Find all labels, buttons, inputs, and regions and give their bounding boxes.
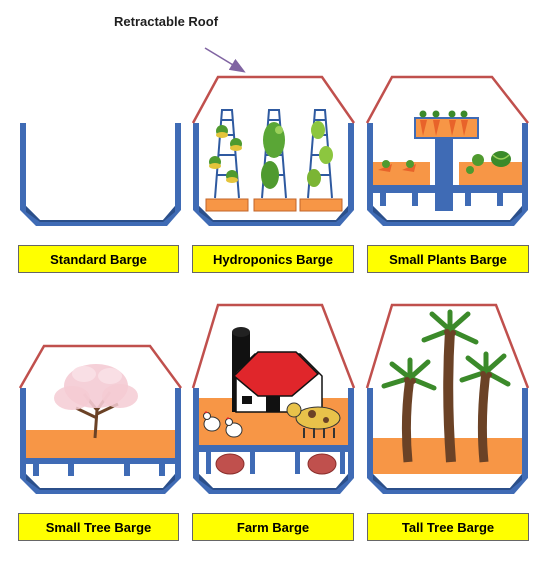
label-small-plants-barge: Small Plants Barge — [367, 245, 529, 273]
deck — [26, 458, 175, 464]
label-small-tree-barge: Small Tree Barge — [18, 513, 179, 541]
farm-barge — [191, 303, 356, 494]
right-planter — [459, 162, 522, 185]
palm-tree — [459, 351, 511, 463]
callout-arrow — [204, 47, 246, 73]
planter-box — [205, 198, 249, 212]
soil-bed — [26, 430, 175, 458]
tall-tree-barge — [365, 303, 530, 494]
planter-box — [299, 198, 343, 212]
label-standard-barge: Standard Barge — [18, 245, 179, 273]
hull — [367, 123, 528, 226]
roof — [191, 75, 356, 124]
roof — [18, 344, 183, 389]
carrots — [420, 120, 468, 136]
small-tree-barge — [18, 344, 183, 494]
hanging-plants — [209, 121, 333, 189]
retractable-roof-callout: Retractable Roof — [114, 14, 219, 29]
palm-tree — [381, 357, 437, 463]
tank — [215, 453, 245, 475]
hull — [20, 123, 181, 226]
left-planter — [373, 162, 430, 185]
small-plants-barge — [365, 75, 529, 226]
blossom-tree — [54, 364, 138, 439]
hull — [193, 123, 354, 226]
roof — [365, 303, 530, 389]
label-hydroponics-barge: Hydroponics Barge — [192, 245, 354, 273]
hull — [367, 388, 528, 494]
label-tall-tree-barge: Tall Tree Barge — [367, 513, 529, 541]
standard-barge — [20, 123, 181, 226]
support-column — [435, 138, 453, 211]
cow — [286, 402, 341, 438]
deck — [199, 445, 348, 452]
trellis-tower — [214, 109, 240, 199]
tank — [307, 453, 337, 475]
planter-box — [253, 198, 297, 212]
chickens — [203, 411, 243, 438]
palm-tree — [421, 309, 479, 463]
barn — [232, 327, 323, 413]
label-farm-barge: Farm Barge — [192, 513, 354, 541]
roof — [191, 303, 356, 389]
hull — [193, 388, 354, 494]
roof — [365, 75, 529, 124]
hydroponics-barge — [191, 75, 356, 226]
hull — [20, 388, 181, 494]
